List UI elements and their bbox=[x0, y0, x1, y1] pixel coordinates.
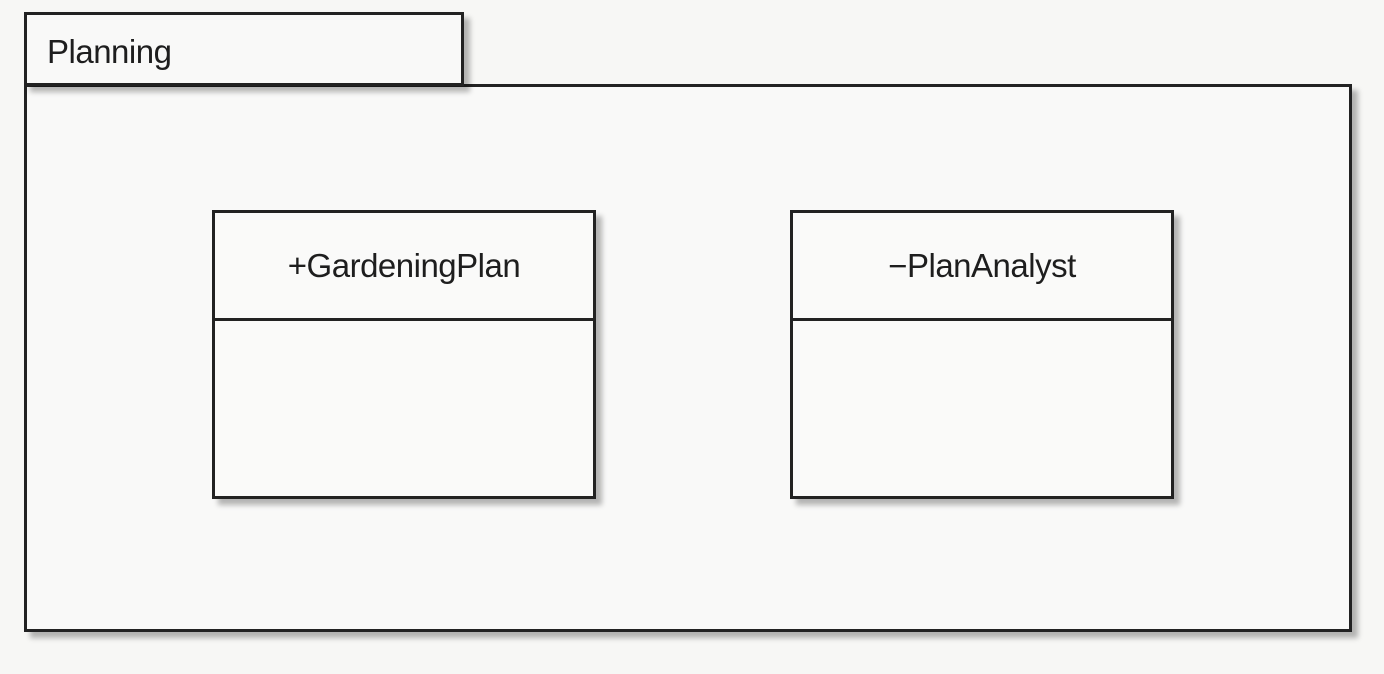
class-name: −PlanAnalyst bbox=[888, 246, 1076, 284]
class-plan-analyst[interactable]: −PlanAnalyst bbox=[790, 210, 1174, 499]
class-gardening-plan[interactable]: +GardeningPlan bbox=[212, 210, 596, 499]
class-name-compartment: −PlanAnalyst bbox=[793, 213, 1171, 321]
class-name: +GardeningPlan bbox=[287, 246, 521, 284]
class-attributes-compartment bbox=[215, 321, 593, 493]
class-attributes-compartment bbox=[793, 321, 1171, 493]
class-name-compartment: +GardeningPlan bbox=[215, 213, 593, 321]
package-name: Planning bbox=[47, 33, 172, 70]
package-tab[interactable]: Planning bbox=[24, 12, 464, 86]
